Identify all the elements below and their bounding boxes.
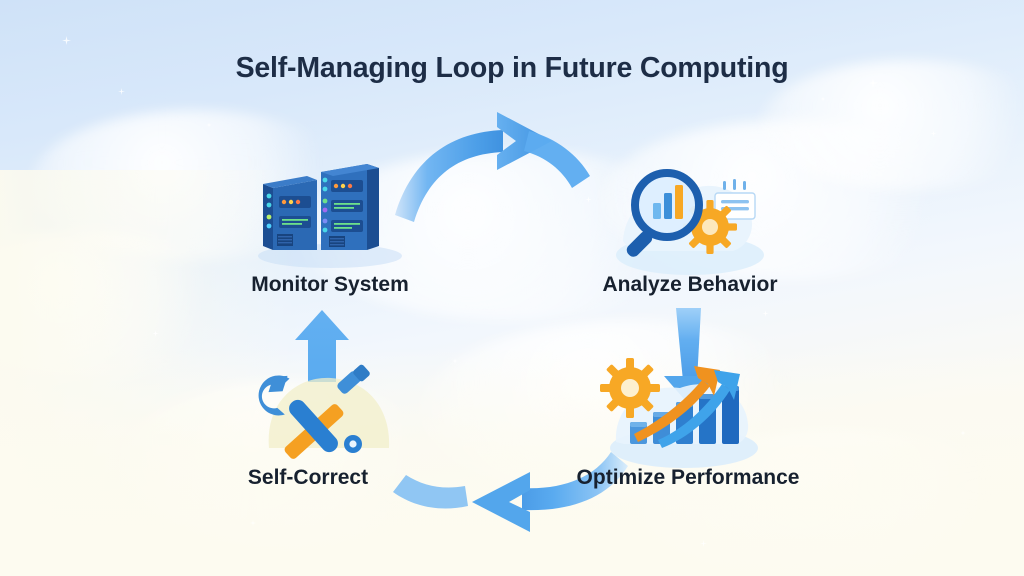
stage-label-monitor: Monitor System — [251, 273, 409, 296]
stage-label-analyze: Analyze Behavior — [602, 273, 778, 296]
wrench-icon — [258, 375, 362, 453]
server-tower-left — [263, 176, 317, 250]
gear-icon — [600, 358, 660, 418]
stage-label-optimize: Optimize Performance — [576, 466, 800, 489]
page-title: Self-Managing Loop in Future Computing — [235, 52, 789, 84]
magnifier-icon — [626, 169, 703, 257]
arrow-correct-to-monitor — [295, 310, 349, 382]
arrow-monitor-to-analyze — [395, 112, 590, 222]
server-tower-right — [321, 164, 379, 250]
arrow-optimize-to-correct — [393, 452, 628, 532]
stage-icon-optimize — [598, 350, 768, 470]
stage-icon-correct — [245, 348, 415, 468]
orange-growth-arrow — [634, 366, 720, 442]
stage-icon-analyze — [605, 155, 775, 275]
stage-label-correct: Self-Correct — [247, 466, 369, 489]
blue-growth-arrow — [658, 370, 740, 448]
stage-icon-monitor — [245, 150, 415, 270]
